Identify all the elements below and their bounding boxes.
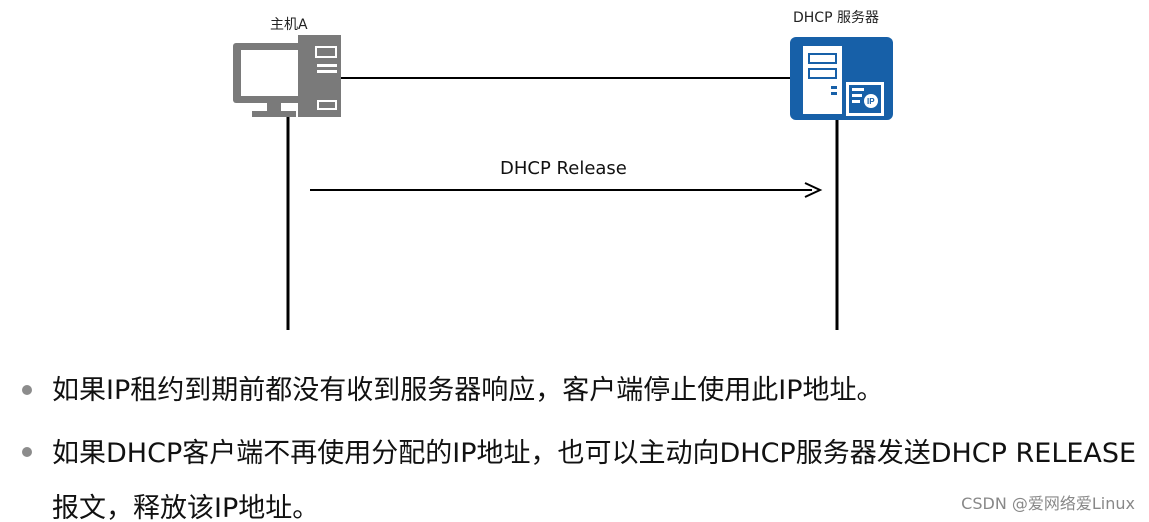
dhcp-server-icon: IP <box>790 37 893 120</box>
desktop-computer-icon <box>233 35 341 117</box>
sequence-diagram: IP <box>233 35 893 330</box>
release-arrow <box>310 182 823 198</box>
bullet-text: 如果DHCP客户端不再使用分配的IP地址，也可以主动向DHCP服务器发送DHCP… <box>52 438 1137 522</box>
server-label: DHCP 服务器 <box>793 10 879 26</box>
release-message-label: DHCP Release <box>500 158 627 179</box>
host-label: 主机A <box>270 17 308 33</box>
watermark: CSDN @爱网络爱Linux <box>961 494 1135 513</box>
bullet-list: 如果IP租约到期前都没有收到服务器响应，客户端停止使用此IP地址。 如果DHCP… <box>22 364 1142 522</box>
bullet-dot-icon <box>22 385 32 395</box>
bullet-item: 如果DHCP客户端不再使用分配的IP地址，也可以主动向DHCP服务器发送DHCP… <box>22 426 1142 522</box>
bullet-dot-icon <box>22 447 32 457</box>
bullet-item: 如果IP租约到期前都没有收到服务器响应，客户端停止使用此IP地址。 <box>22 364 1142 417</box>
svg-text:IP: IP <box>867 97 875 106</box>
bullet-text: 如果IP租约到期前都没有收到服务器响应，客户端停止使用此IP地址。 <box>52 375 884 406</box>
